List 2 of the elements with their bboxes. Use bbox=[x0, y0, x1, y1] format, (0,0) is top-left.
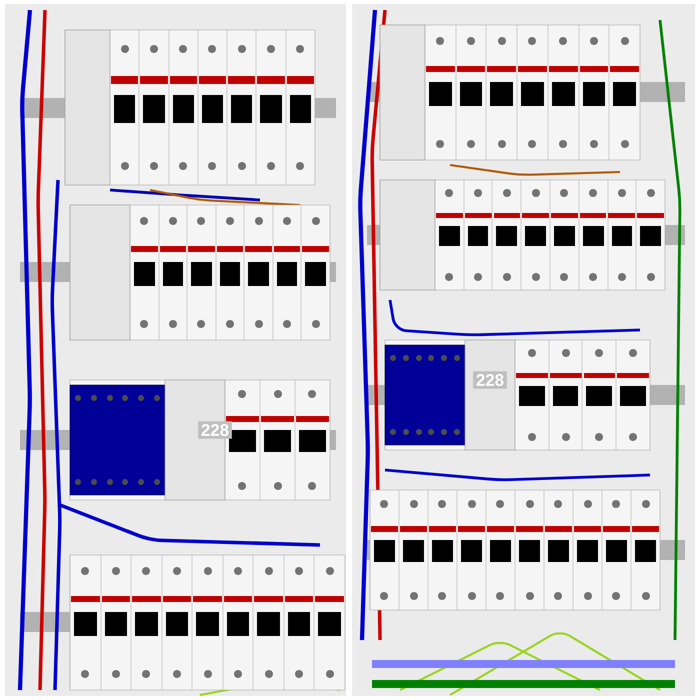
voltage-display: 228 bbox=[198, 421, 232, 439]
voltage-display: 228 bbox=[473, 371, 507, 389]
